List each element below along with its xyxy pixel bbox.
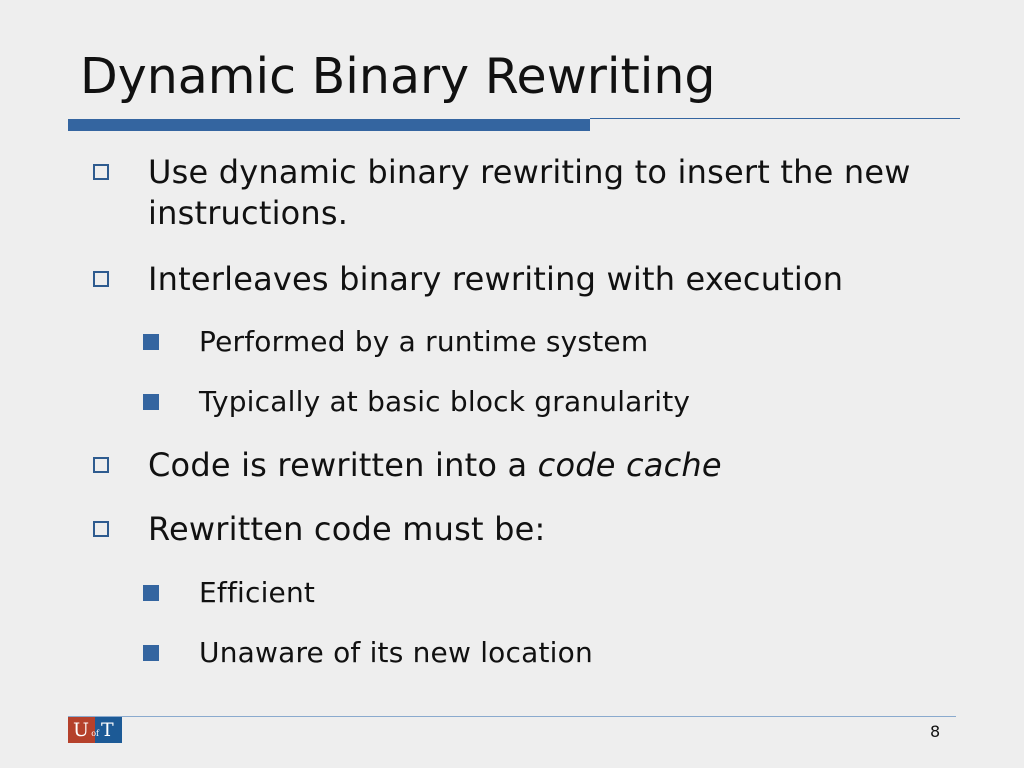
- bullet-1-line-2: instructions.: [148, 194, 349, 232]
- logo-letter-u: U: [72, 719, 89, 741]
- hollow-square-icon: [93, 457, 109, 473]
- logo-letter-t: T: [101, 719, 114, 741]
- title-underline-line: [590, 118, 960, 119]
- logo-of: of: [91, 729, 99, 738]
- footer-rule: [68, 716, 956, 717]
- bullet-3-emphasis: code cache: [537, 446, 722, 484]
- bullet-4-sub-2: Unaware of its new location: [199, 636, 593, 669]
- bullet-2-sub-1: Performed by a runtime system: [199, 325, 649, 358]
- filled-square-icon: [143, 334, 159, 350]
- hollow-square-icon: [93, 271, 109, 287]
- bullet-2-sub-2: Typically at basic block granularity: [199, 385, 691, 418]
- slide-title: Dynamic Binary Rewriting: [80, 48, 716, 105]
- logo-right-block: T: [95, 717, 122, 743]
- bullet-3: Code is rewritten into a code cache: [148, 444, 722, 486]
- bullet-4-sub-1: Efficient: [199, 576, 316, 609]
- filled-square-icon: [143, 394, 159, 410]
- hollow-square-icon: [93, 521, 109, 537]
- bullet-4: Rewritten code must be:: [148, 510, 546, 548]
- filled-square-icon: [143, 585, 159, 601]
- logo-left-block: U of: [68, 717, 99, 743]
- page-number: 8: [930, 722, 941, 741]
- filled-square-icon: [143, 645, 159, 661]
- title-underline-bar: [68, 119, 590, 131]
- hollow-square-icon: [93, 164, 109, 180]
- bullet-2: Interleaves binary rewriting with execut…: [148, 260, 844, 298]
- bullet-1-line-1: Use dynamic binary rewriting to insert t…: [148, 153, 911, 191]
- university-logo: U of T: [68, 717, 122, 743]
- bullet-3-text: Code is rewritten into a: [148, 446, 538, 484]
